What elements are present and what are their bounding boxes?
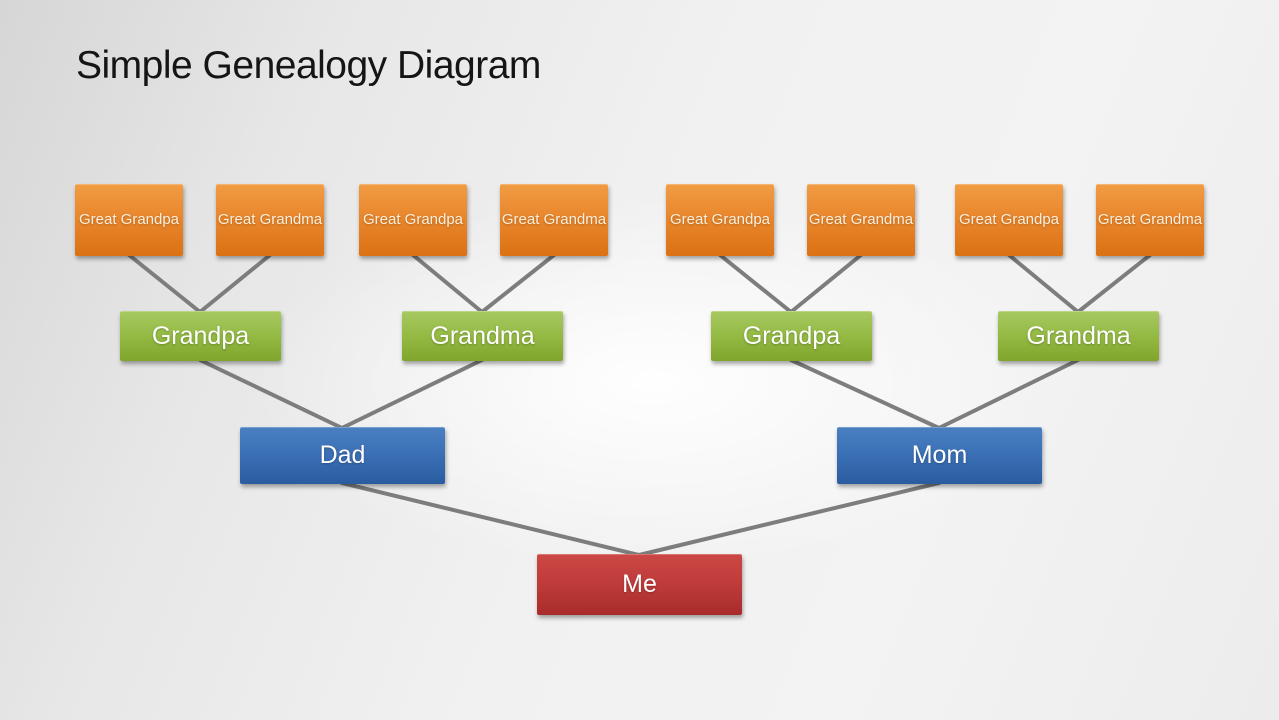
- connector-line: [789, 253, 863, 314]
- node-mom: Mom: [837, 427, 1042, 484]
- node-grandpa-1: Grandpa: [120, 311, 281, 361]
- node-great-grandpa-4: Great Grandpa: [955, 184, 1063, 256]
- connector-line: [198, 358, 344, 430]
- node-great-grandpa-1: Great Grandpa: [75, 184, 183, 256]
- node-great-grandma-4: Great Grandma: [1096, 184, 1204, 256]
- node-great-grandma-2: Great Grandma: [500, 184, 608, 256]
- connector-line: [340, 358, 484, 430]
- connector-line: [411, 253, 484, 314]
- connector-line: [789, 358, 941, 430]
- node-great-grandma-3: Great Grandma: [807, 184, 915, 256]
- node-dad: Dad: [240, 427, 445, 484]
- connector-line: [340, 481, 641, 557]
- node-grandma-2: Grandma: [998, 311, 1159, 361]
- node-grandpa-2: Grandpa: [711, 311, 872, 361]
- connector-line: [198, 253, 272, 314]
- connector-line: [637, 481, 941, 557]
- connector-line: [127, 253, 202, 314]
- connector-line: [1007, 253, 1080, 314]
- connector-line: [1076, 253, 1152, 314]
- node-grandma-1: Grandma: [402, 311, 563, 361]
- node-great-grandpa-2: Great Grandpa: [359, 184, 467, 256]
- node-great-grandma-1: Great Grandma: [216, 184, 324, 256]
- slide-title: Simple Genealogy Diagram: [76, 44, 541, 87]
- node-me: Me: [537, 554, 742, 615]
- connector-line: [937, 358, 1080, 430]
- connector-line: [718, 253, 793, 314]
- connector-line: [480, 253, 556, 314]
- node-great-grandpa-3: Great Grandpa: [666, 184, 774, 256]
